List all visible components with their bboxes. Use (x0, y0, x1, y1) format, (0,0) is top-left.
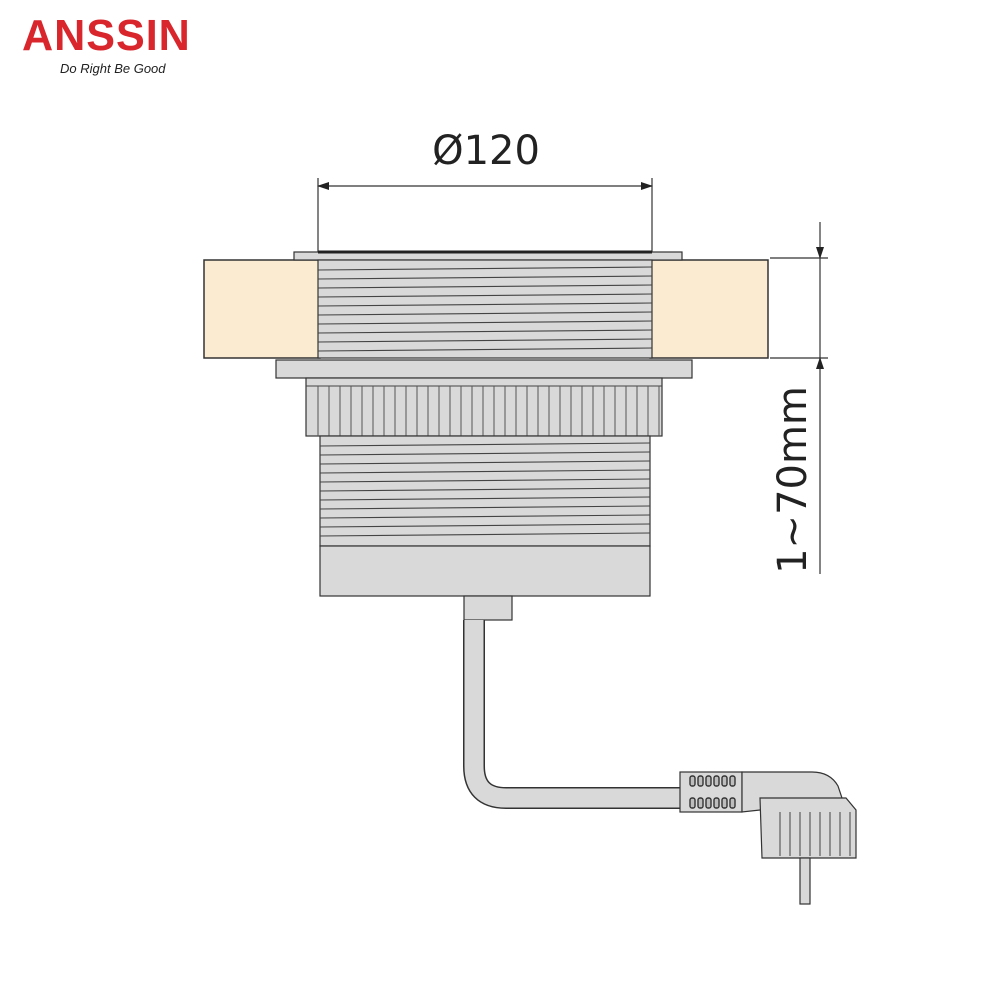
upper-thread (317, 259, 653, 359)
plug-grip-rib (705, 797, 712, 809)
diameter-dimension: Ø120 (317, 128, 653, 262)
thread-line (319, 496, 651, 501)
plug-grip-rib (697, 775, 704, 787)
plug-grip-rib (729, 775, 736, 787)
thread-line (317, 338, 653, 343)
clamping-ring (305, 377, 663, 437)
power-cable (463, 620, 686, 809)
diameter-label: Ø120 (432, 128, 540, 174)
thread-line (319, 487, 651, 492)
thread-line (319, 442, 651, 447)
thread-line (317, 293, 653, 298)
socket-top-rim (293, 250, 683, 261)
thread-line (317, 320, 653, 325)
cable-gland (463, 595, 513, 621)
thread-line (319, 532, 651, 537)
power-plug (679, 771, 857, 905)
plug-grip-rib (721, 775, 728, 787)
thread-line (319, 469, 651, 474)
plug-grip-rib (689, 775, 696, 787)
thread-line (319, 451, 651, 456)
plug-grip-rib (697, 797, 704, 809)
plug-grip-rib (713, 775, 720, 787)
depth-dimension: 1~70mm (770, 222, 828, 574)
brand-slogan: Do Right Be Good (60, 61, 166, 76)
thread-line (317, 275, 653, 280)
plug-grip-rib (705, 775, 712, 787)
thread-line (319, 523, 651, 528)
thread-line (317, 311, 653, 316)
depth-label: 1~70mm (770, 386, 816, 574)
plug-grip-rib (713, 797, 720, 809)
thread-line (319, 460, 651, 465)
socket-bottom-body (319, 545, 651, 597)
plug-grip-rib (689, 797, 696, 809)
plug-grip-rib (729, 797, 736, 809)
lower-thread (319, 435, 651, 547)
thread-line (317, 329, 653, 334)
brand-name: ANSSIN (22, 11, 191, 60)
thread-line (317, 266, 653, 271)
plug-grip-rib (721, 797, 728, 809)
thread-line (319, 478, 651, 483)
thread-line (317, 284, 653, 289)
thread-line (319, 505, 651, 510)
thread-line (319, 514, 651, 519)
flange (275, 359, 693, 379)
thread-line (317, 302, 653, 307)
brand-logo: ANSSIN Do Right Be Good (22, 11, 194, 77)
thread-line (317, 347, 653, 352)
